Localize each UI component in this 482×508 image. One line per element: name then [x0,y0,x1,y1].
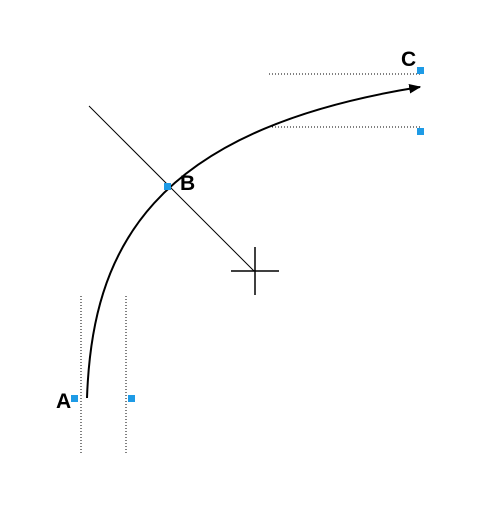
point-label-a: A [56,390,71,413]
crosshair-icon[interactable] [231,247,279,295]
point-label-c: C [401,48,416,71]
curve-path[interactable] [86,83,422,399]
radius-line [88,105,255,272]
handle-b[interactable] [164,183,171,190]
handle-a-tangent[interactable] [128,395,135,402]
handle-c-tangent[interactable] [417,128,424,135]
handle-a[interactable] [71,395,78,402]
handle-c[interactable] [417,67,424,74]
tangent-guides-c [269,73,420,128]
tangent-guides-a [80,296,127,454]
point-label-b: B [180,172,195,195]
